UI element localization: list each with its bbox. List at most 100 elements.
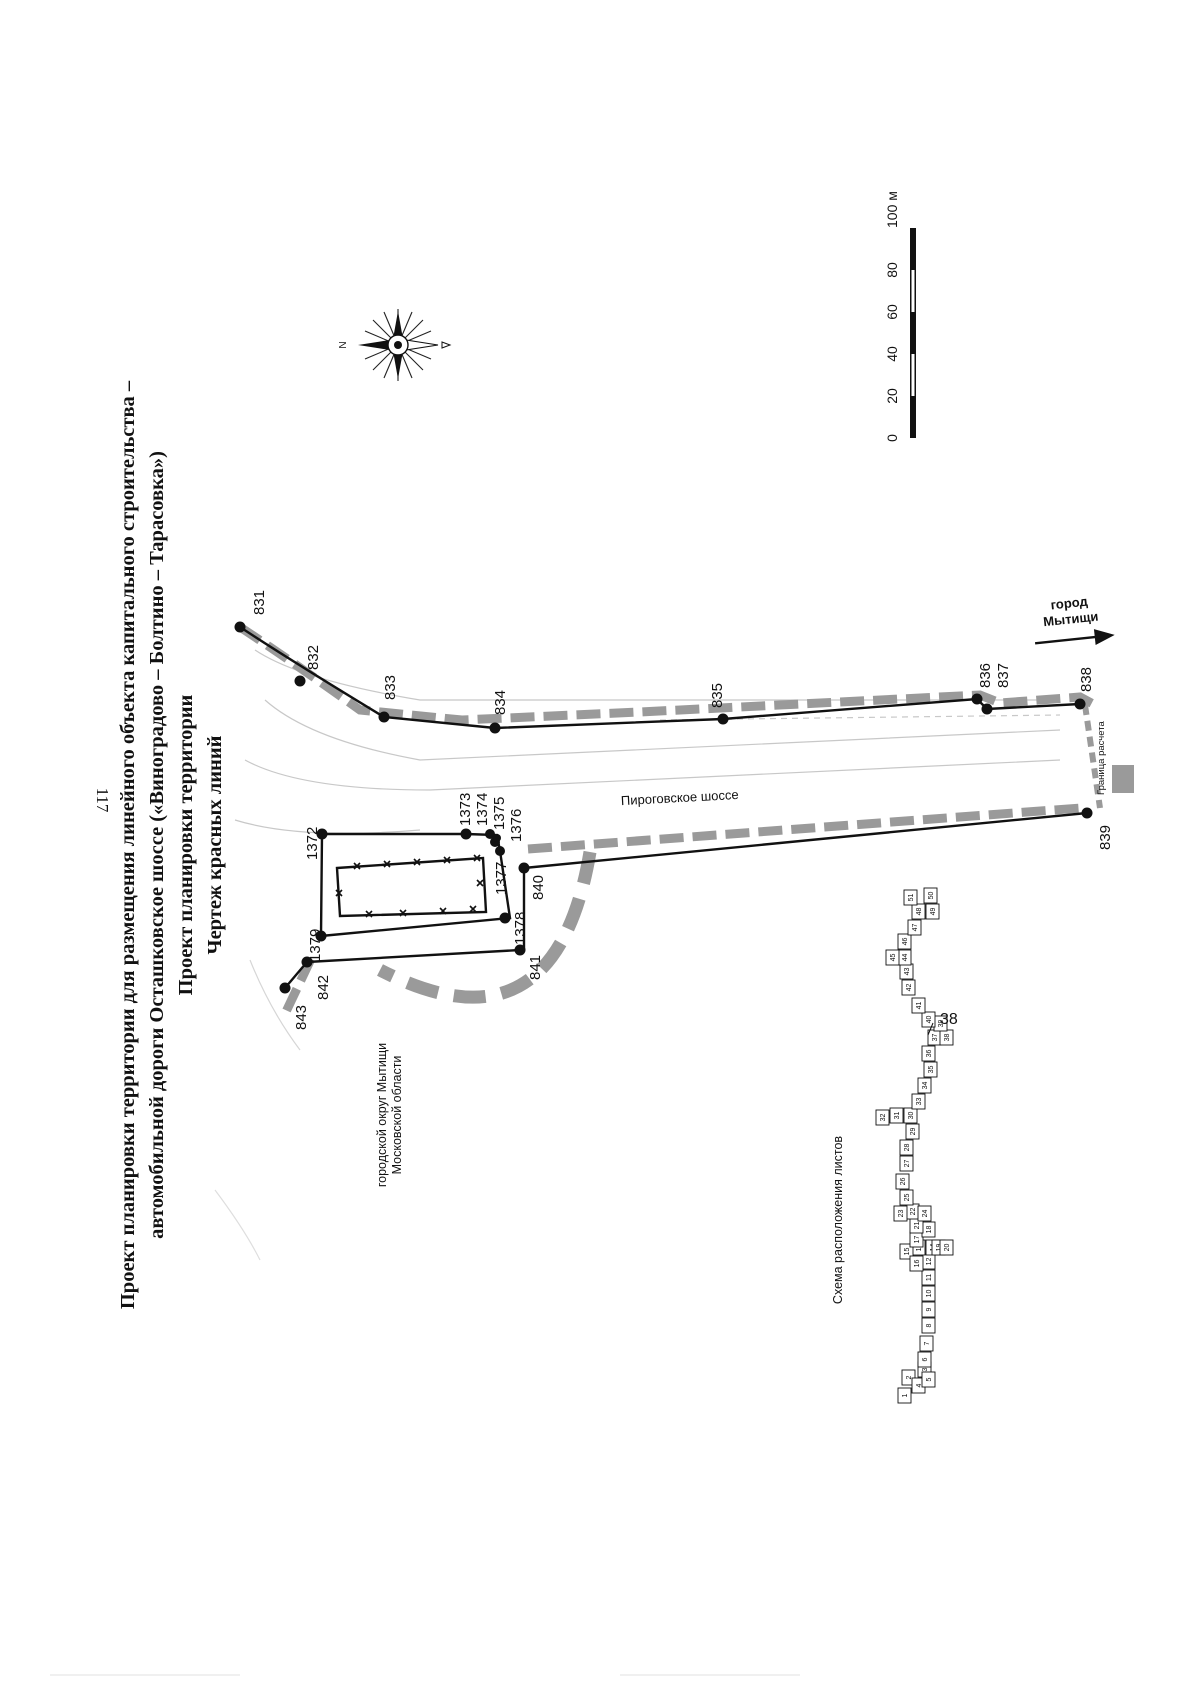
sheet-number-26: 26 <box>900 1178 907 1186</box>
sheet-number-3: 3 <box>922 1367 929 1371</box>
label-1376: 1376 <box>508 809 525 842</box>
sheet-number-31: 31 <box>894 1112 901 1120</box>
sheet-box-28 <box>899 1139 914 1156</box>
sheet-box-40 <box>921 1011 936 1028</box>
label-1377: 1377 <box>493 862 510 895</box>
sheet-number-35: 35 <box>928 1066 935 1074</box>
sheet-box-10 <box>921 1285 936 1302</box>
sheet-number-2: 2 <box>906 1375 913 1379</box>
title-line-1: Проект планировки территории для размеще… <box>117 380 139 1309</box>
sheet-number-46: 46 <box>902 938 909 946</box>
label-836: 836 <box>977 663 994 688</box>
compass-north-label: N <box>338 341 349 348</box>
point-labels: 831 832 833 834 835 836 837 838 839 840 … <box>251 590 1114 1030</box>
sheet-number-49: 49 <box>930 908 937 916</box>
label-840: 840 <box>530 875 547 900</box>
label-1378: 1378 <box>512 912 529 945</box>
sheet-box-50 <box>923 887 938 904</box>
sheet-number-30: 30 <box>908 1112 915 1120</box>
sheet-number-50: 50 <box>928 892 935 900</box>
point-1374 <box>485 829 495 839</box>
point-834 <box>489 722 501 734</box>
scale-bar-segment-light <box>911 270 915 312</box>
point-1373 <box>460 828 472 840</box>
red-line <box>239 625 1088 989</box>
point-838 <box>1074 698 1086 710</box>
point-1377 <box>493 834 501 842</box>
sheet-box-36 <box>921 1045 936 1062</box>
title-line-2: автомобильной дороги Осташковское шоссе … <box>146 451 168 1239</box>
point-1372 <box>316 828 328 840</box>
label-831: 831 <box>251 590 268 615</box>
label-842: 842 <box>315 975 332 1000</box>
sheet-number-45: 45 <box>890 954 897 962</box>
scale-bar-segment-light-2 <box>911 354 915 396</box>
sheet-box-9 <box>921 1301 936 1318</box>
sheet-number-4: 4 <box>916 1383 923 1387</box>
city-direction-line-2: Мытищи <box>1042 609 1099 630</box>
page-number: 117 <box>93 788 112 813</box>
sheet-number-17: 17 <box>914 1236 921 1244</box>
point-839 <box>1081 807 1093 819</box>
sheet-box-32 <box>875 1109 890 1126</box>
label-834: 834 <box>492 690 509 715</box>
label-835: 835 <box>709 683 726 708</box>
scale-tick-0: 0 <box>884 434 900 442</box>
point-843 <box>279 982 291 994</box>
sheet-box-30 <box>903 1107 918 1124</box>
label-833: 833 <box>382 675 399 700</box>
sheet-box-35 <box>923 1061 938 1078</box>
boundary-marker <box>1112 765 1134 793</box>
sheet-number-21: 21 <box>914 1222 921 1230</box>
scale-tick-2: 40 <box>884 346 900 362</box>
city-arrow-shaft <box>1034 635 1101 645</box>
sheet-number-7: 7 <box>924 1341 931 1345</box>
title-block: Проект планировки территории для размеще… <box>117 380 226 1309</box>
sheet-number-13: 13 <box>916 1244 923 1252</box>
sheet-number-41: 41 <box>916 1002 923 1010</box>
calc-boundary-label: Граница расчета <box>1096 721 1107 795</box>
point-1378 <box>499 912 511 924</box>
label-837: 837 <box>995 663 1012 688</box>
sheet-box-49 <box>925 903 940 920</box>
label-832: 832 <box>305 645 322 670</box>
sheet-number-18: 18 <box>926 1226 933 1234</box>
sheet-box-45 <box>885 949 900 966</box>
sheet-number-44: 44 <box>902 954 909 962</box>
sheet-number-36: 36 <box>926 1050 933 1058</box>
title-line-3: Проект планировки территории <box>175 694 197 995</box>
point-836 <box>971 693 983 705</box>
point-832 <box>294 675 306 687</box>
point-markers <box>234 621 1093 994</box>
label-1374: 1374 <box>474 793 491 826</box>
point-833 <box>378 711 390 723</box>
sheet-box-23 <box>893 1205 908 1222</box>
sheet-number-5: 5 <box>926 1377 933 1381</box>
sheet-box-16 <box>909 1255 924 1272</box>
sheet-box-29 <box>905 1123 920 1140</box>
city-direction: город Мытищи <box>1034 594 1115 645</box>
point-835 <box>717 713 729 725</box>
sheet-number-39: 39 <box>938 1020 945 1028</box>
sheet-number-19: 19 <box>936 1244 943 1252</box>
point-841 <box>514 944 526 956</box>
sheet-number-12: 12 <box>926 1258 933 1266</box>
sheet-box-7 <box>919 1335 934 1352</box>
point-1376 <box>495 846 505 856</box>
road-background <box>214 649 1061 1261</box>
sheet-number-43: 43 <box>904 968 911 976</box>
sheet-box-5 <box>921 1371 936 1388</box>
district-label-line-1: городской округ Мытищи <box>375 1043 389 1187</box>
sheet-number-29: 29 <box>910 1128 917 1136</box>
sheet-number-27: 27 <box>904 1160 911 1168</box>
sheet-number-9: 9 <box>926 1307 933 1311</box>
sheet-box-24 <box>917 1205 932 1222</box>
sheet-box-11 <box>921 1269 936 1286</box>
sheet-box-46 <box>897 933 912 950</box>
sheet-box-25 <box>899 1189 914 1206</box>
sheet-number-10: 10 <box>926 1290 933 1298</box>
district-label-line-2: Московской области <box>390 1056 404 1175</box>
sheet-number-47: 47 <box>912 924 919 932</box>
point-842 <box>301 956 313 968</box>
